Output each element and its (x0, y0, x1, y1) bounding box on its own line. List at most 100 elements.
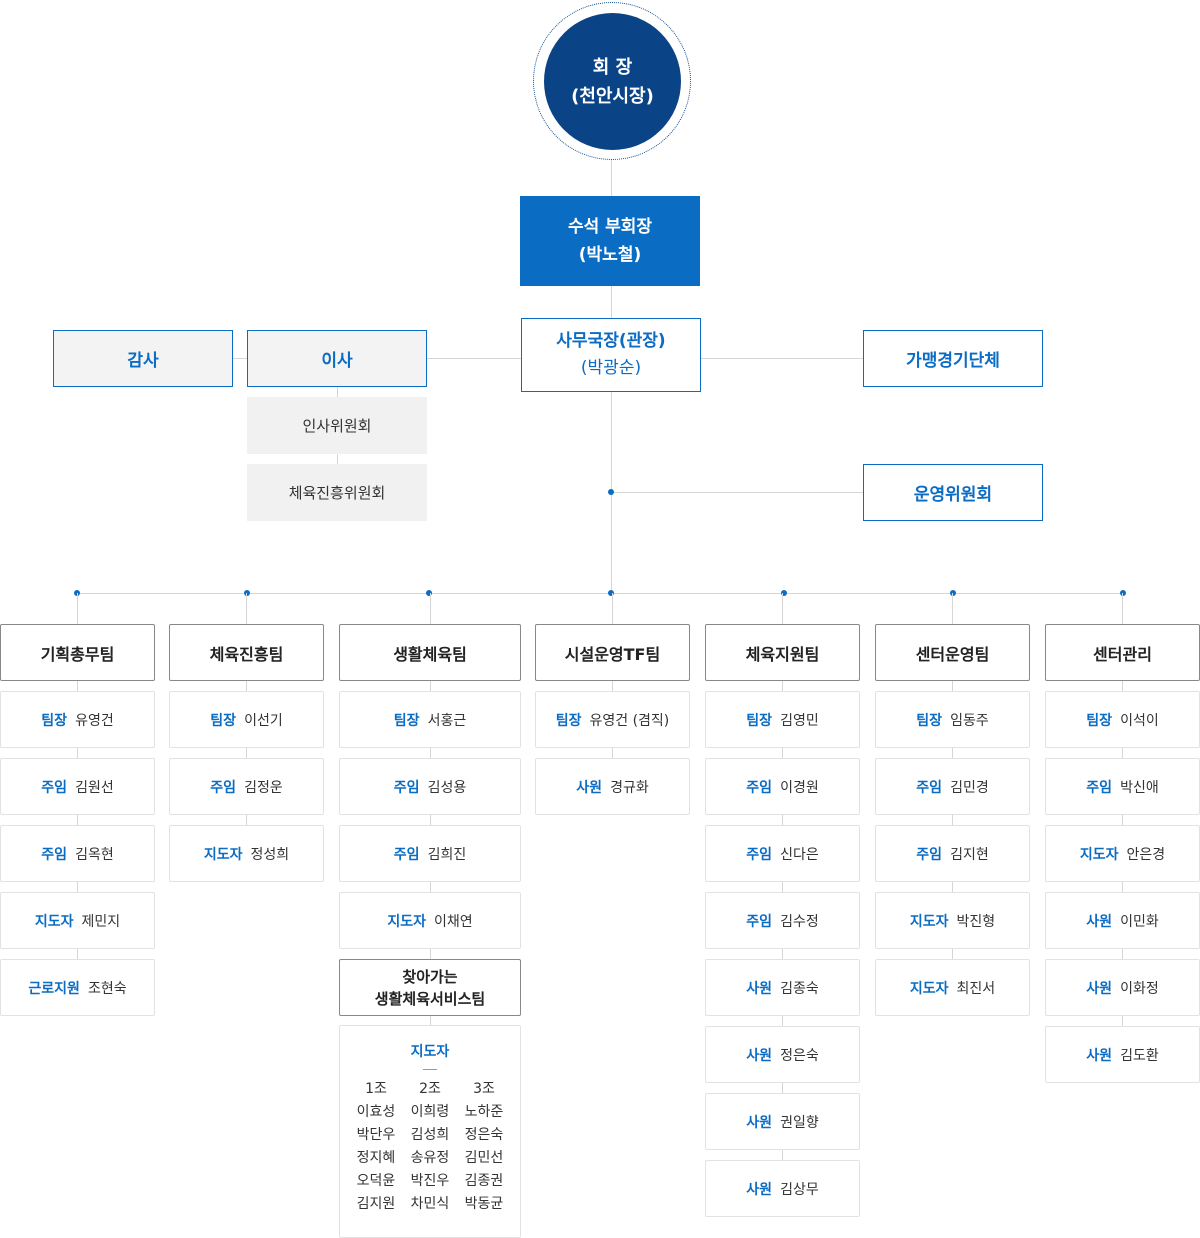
member-name: 유영건 (겸직) (589, 712, 670, 729)
member-card: 팀장 임동주 (875, 691, 1030, 748)
member-name: 박신애 (1120, 779, 1159, 796)
coach-name: 김지원 (356, 1196, 396, 1212)
member-name: 김희진 (427, 846, 467, 863)
member-role: 주임 (210, 779, 237, 796)
member-role: 팀장 (916, 712, 943, 729)
member-card: 지도자 박진형 (875, 892, 1030, 949)
team-header: 센터운영팀 (875, 624, 1030, 681)
member-name: 이화정 (1120, 980, 1159, 997)
member-name: 정은숙 (780, 1047, 819, 1064)
coach-name: 정은숙 (464, 1127, 504, 1143)
coach-name: 박동균 (464, 1196, 504, 1212)
member-role: 지도자 (387, 913, 426, 930)
member-name: 김도환 (1120, 1047, 1159, 1064)
coach-group-name: 1조 (365, 1081, 387, 1097)
coach-name: 오덕윤 (356, 1173, 396, 1189)
junction-dot (244, 590, 250, 596)
member-role: 주임 (746, 779, 773, 796)
member-name: 서홍근 (427, 712, 467, 729)
member-role: 주임 (41, 779, 68, 796)
chairman-title: 회 장 (592, 56, 633, 78)
connector-line (611, 160, 612, 196)
member-role: 팀장 (210, 712, 237, 729)
member-card: 지도자 제민지 (0, 892, 155, 949)
chairman-ring (533, 2, 691, 160)
member-role: 지도자 (34, 913, 74, 930)
member-role: 사원 (1086, 980, 1113, 997)
connector-line (611, 492, 863, 493)
member-card: 팀장 이선기 (169, 691, 324, 748)
team-connector-line (430, 593, 431, 1045)
member-name: 제민지 (81, 913, 121, 930)
member-role: 주임 (746, 846, 773, 863)
coach-name: 박진우 (410, 1173, 450, 1189)
chairman-node: 회 장 (천안시장) (544, 13, 681, 150)
member-role: 사원 (746, 1181, 773, 1198)
team-header: 센터관리 (1045, 624, 1200, 681)
member-name: 경규화 (610, 779, 649, 796)
member-name: 이석이 (1120, 712, 1159, 729)
team-header: 체육지원팀 (705, 624, 860, 681)
coach-group-name: 3조 (473, 1081, 495, 1097)
member-card: 사원 정은숙 (705, 1026, 860, 1083)
team-connector-line (1122, 593, 1123, 1055)
coach-name: 박단우 (356, 1127, 396, 1143)
member-role: 주임 (393, 846, 420, 863)
visiting-team-line1: 찾아가는 (402, 967, 458, 986)
member-role: 팀장 (555, 712, 582, 729)
member-role: 주임 (746, 913, 773, 930)
member-card: 팀장 유영건 (겸직) (535, 691, 690, 748)
member-role: 지도자 (1079, 846, 1119, 863)
member-role: 지도자 (909, 913, 949, 930)
directors-node: 이사 (247, 330, 427, 387)
member-name: 박진형 (956, 913, 996, 930)
member-name: 임동주 (950, 712, 989, 729)
member-card: 주임 김원선 (0, 758, 155, 815)
secretary-general-subtitle: (박광순) (580, 358, 642, 378)
member-name: 김수정 (780, 913, 819, 930)
connector-line (611, 286, 612, 318)
member-name: 최진서 (956, 980, 996, 997)
member-card: 사원 경규화 (535, 758, 690, 815)
member-role: 주임 (41, 846, 68, 863)
member-name: 김정운 (244, 779, 283, 796)
coach-name: 정지혜 (356, 1150, 396, 1166)
member-role: 사원 (1086, 913, 1113, 930)
connector-line (427, 358, 521, 359)
coach-separator (423, 1069, 437, 1070)
vice-chairman-subtitle: (박노철) (578, 245, 642, 265)
member-role: 지도자 (909, 980, 949, 997)
member-role: 사원 (746, 1047, 773, 1064)
committee-sports-promotion: 체육진흥위원회 (247, 464, 427, 521)
connector-line (232, 358, 248, 359)
member-name: 김원선 (75, 779, 114, 796)
member-name: 권일향 (780, 1114, 819, 1131)
member-role: 주임 (916, 779, 943, 796)
member-card: 사원 김도환 (1045, 1026, 1200, 1083)
member-card: 지도자 최진서 (875, 959, 1030, 1016)
member-role: 주임 (393, 779, 420, 796)
member-role: 근로지원 (28, 980, 80, 997)
member-role: 사원 (576, 779, 603, 796)
member-role: 사원 (1086, 1047, 1113, 1064)
junction-dot (426, 590, 432, 596)
member-role: 사원 (746, 1114, 773, 1131)
member-card: 주임 김옥현 (0, 825, 155, 882)
member-name: 김옥현 (75, 846, 114, 863)
member-role: 팀장 (41, 712, 68, 729)
team-header: 기획총무팀 (0, 624, 155, 681)
secretary-general-title: 사무국장(관장) (556, 331, 666, 351)
member-name: 이선기 (244, 712, 283, 729)
